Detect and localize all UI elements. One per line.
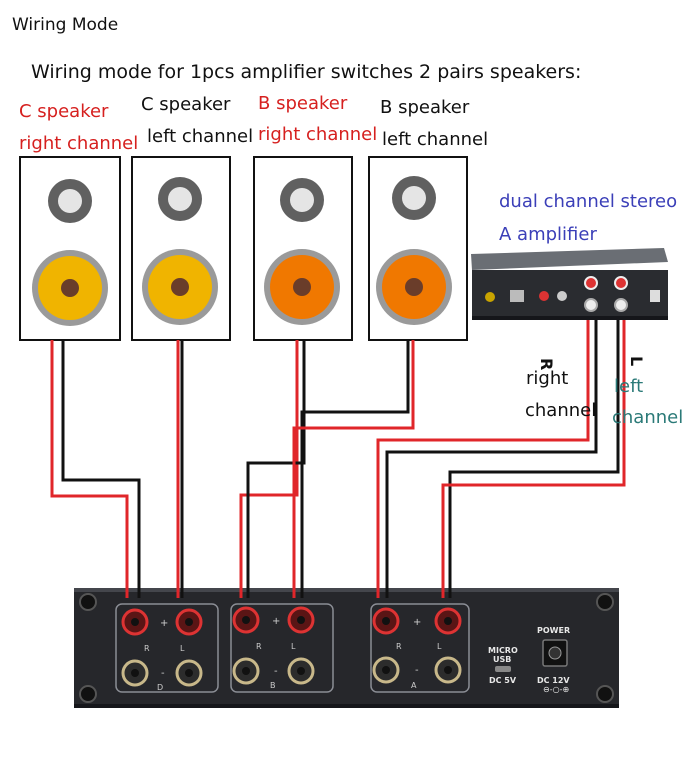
svg-text:+: + [160,618,168,629]
terminal-b-r-neg [232,657,260,685]
amp-left-letter: L [627,356,646,367]
amp-right-word1: right [526,368,569,389]
terminal-b-l-neg [287,657,315,685]
svg-text:D: D [157,683,163,692]
amp-right-word2: channel [525,400,597,421]
amplifier-label-line1: dual channel stereo [499,191,678,212]
svg-text:+: + [413,617,421,628]
diagram-subtitle: Wiring mode for 1pcs amplifier switches … [31,61,582,83]
speaker-b-left [368,156,468,341]
wire-amp-left-pos [441,320,626,598]
wire-b-left-neg [300,340,410,598]
svg-text:POWER: POWER [537,626,570,635]
terminal-a-l-neg [434,656,462,684]
speaker-b-left-channel: left channel [382,129,489,150]
wire-amp-left-neg [448,320,620,598]
svg-text:+: + [272,616,280,627]
terminal-d-l-neg [175,659,203,687]
wire-amp-right-pos [376,320,590,598]
speaker-b-right [253,156,353,341]
svg-text:L: L [291,642,296,651]
svg-text:DC 5V: DC 5V [489,676,517,685]
terminal-d-r-neg [121,659,149,687]
terminal-b-r-pos [232,606,260,634]
svg-text:-: - [274,666,278,677]
wire-b-right-pos [239,340,299,598]
svg-text:R: R [144,644,150,653]
svg-text:MICRO: MICRO [488,646,518,655]
svg-text:USB: USB [493,655,511,664]
terminal-d-r-pos [121,608,149,636]
svg-text:R: R [396,642,402,651]
svg-text:-: - [161,668,165,679]
speaker-c-right-name: C speaker [19,101,109,122]
terminal-b-l-pos [287,606,315,634]
wire-b-right-neg [246,340,306,598]
speaker-c-right-channel: right channel [19,133,139,154]
speaker-b-left-name: B speaker [380,97,470,118]
wire-c-right-neg [61,340,141,598]
wire-b-left-pos [292,340,415,598]
amp-left-word2: channel [612,407,684,428]
amplifier-label-line2: A amplifier [499,224,597,245]
terminal-a-r-pos [372,607,400,635]
terminal-a-l-pos [434,607,462,635]
speaker-c-left [131,156,231,341]
speaker-b-right-channel: right channel [258,124,378,145]
speaker-switcher-device: + R L - D + R L - B + R L - A MICRO USB … [74,588,619,708]
wire-amp-right-neg [385,320,598,598]
svg-text:DC 12V: DC 12V [537,676,570,685]
speaker-c-right [19,156,121,341]
svg-text:R: R [256,642,262,651]
speaker-c-left-channel: left channel [147,126,254,147]
svg-text:-: - [415,665,419,676]
svg-text:L: L [437,642,442,651]
speaker-c-left-name: C speaker [141,94,231,115]
terminal-a-r-neg [372,656,400,684]
svg-text:L: L [180,644,185,653]
usb-port-icon [495,666,511,672]
amp-left-word1: left [614,376,644,397]
svg-text:A: A [411,681,417,690]
svg-text:B: B [270,681,276,690]
svg-text:⊖-○-⊕: ⊖-○-⊕ [543,685,569,694]
speaker-b-right-name: B speaker [258,93,348,114]
amplifier-device [471,248,668,320]
page-title: Wiring Mode [12,15,119,35]
terminal-d-l-pos [175,608,203,636]
wire-c-right-pos [50,340,129,598]
